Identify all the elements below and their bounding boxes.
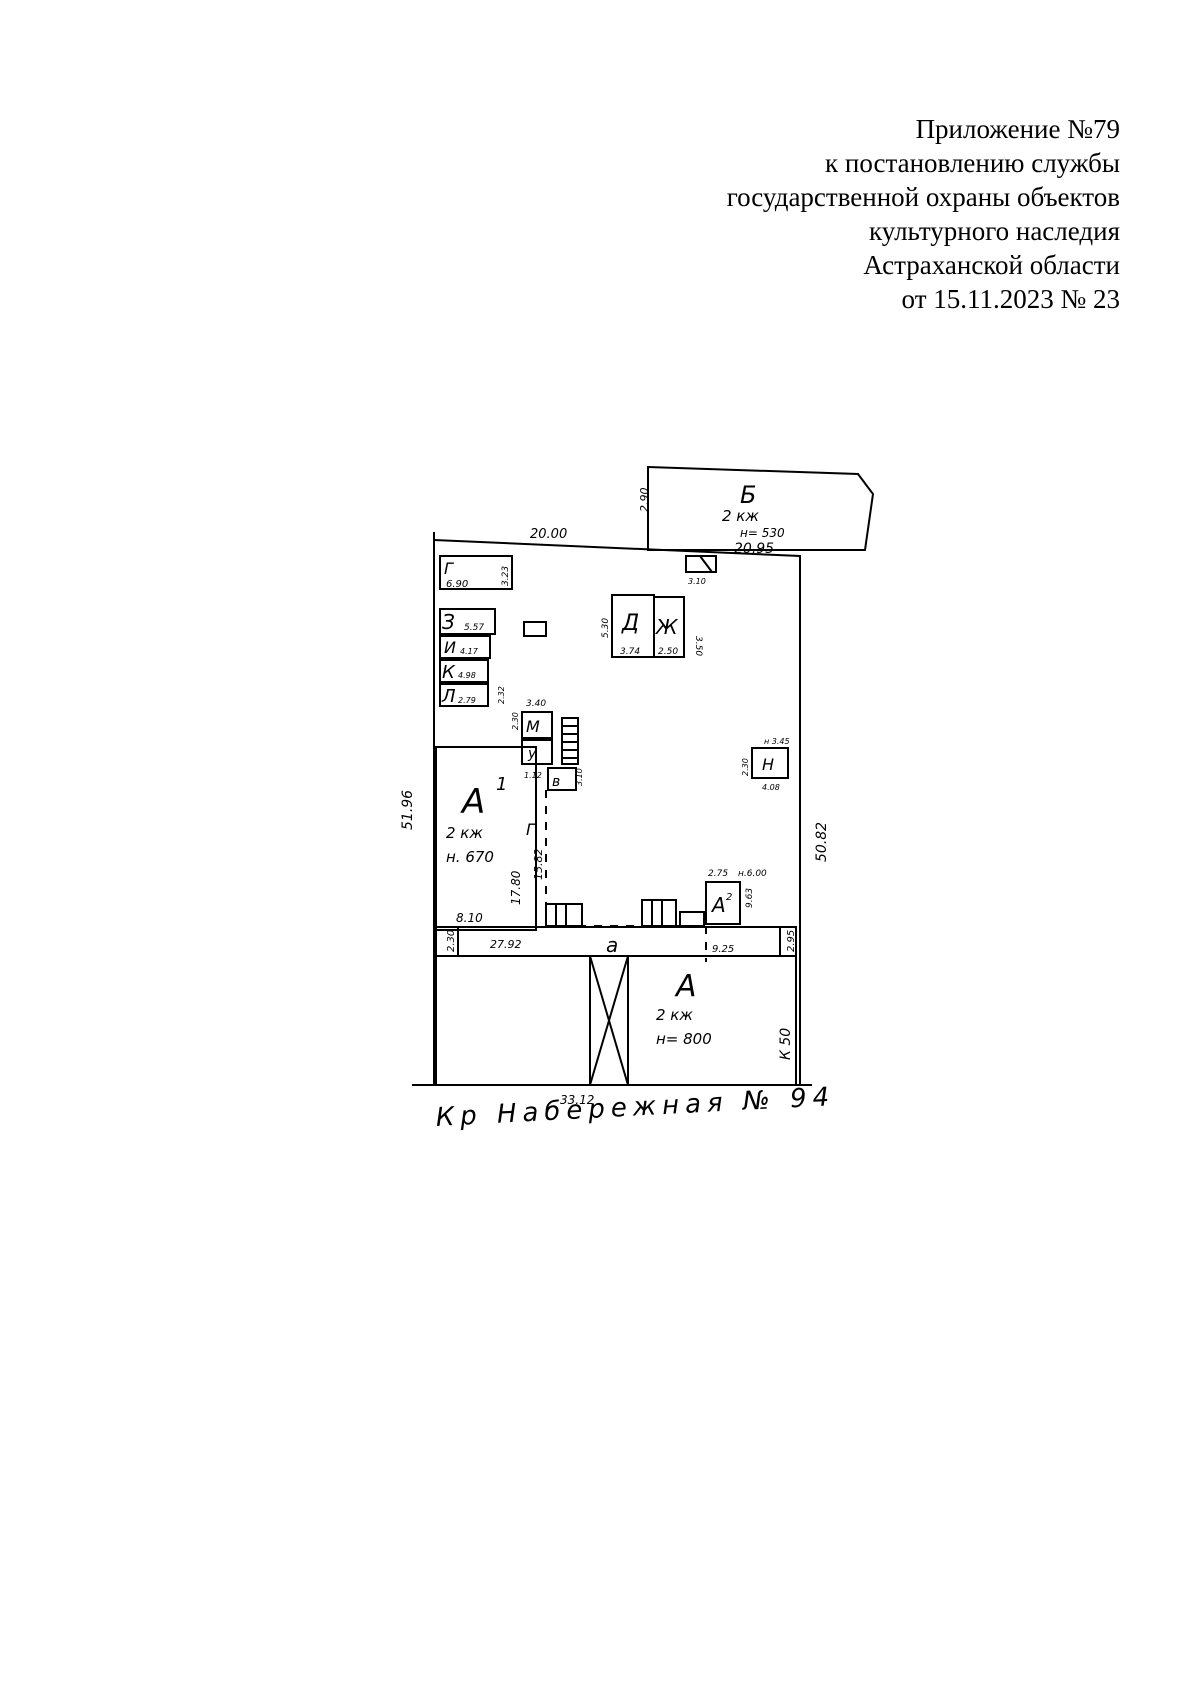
dim-u-w: 1.12 bbox=[524, 771, 542, 780]
lot-outline bbox=[433, 539, 801, 1085]
building-l-outline bbox=[439, 683, 489, 707]
dim-zh-h: 3.50 bbox=[693, 636, 703, 656]
dim-right-side: 50.82 bbox=[814, 822, 830, 862]
dim-g-w: 6.90 bbox=[446, 579, 468, 590]
dim-i-w: 4.17 bbox=[460, 647, 479, 656]
building-n-letter: Н bbox=[762, 755, 774, 774]
dim-zh-w: 2.50 bbox=[658, 647, 678, 657]
dim-n-w: 4.08 bbox=[762, 783, 780, 792]
passage-cross-2 bbox=[589, 955, 629, 1086]
dim-top-left: 20.00 bbox=[530, 527, 567, 542]
building-k-outline bbox=[439, 659, 489, 683]
building-a-letter: А bbox=[674, 969, 697, 1004]
dim-a2-w: 2.75 bbox=[708, 869, 728, 879]
building-a-height: н= 800 bbox=[656, 1030, 712, 1048]
dim-m-w: 3.40 bbox=[526, 699, 546, 709]
building-v-letter: в bbox=[552, 774, 560, 790]
header-line-appendix: Приложение №79 bbox=[915, 114, 1120, 144]
dim-d-w: 3.74 bbox=[620, 647, 640, 657]
dim-path: 15.82 bbox=[532, 849, 545, 881]
dim-v-w: 3.10 bbox=[575, 768, 584, 786]
building-b-height: н= 530 bbox=[740, 526, 785, 540]
building-g-letter: Г bbox=[444, 559, 454, 578]
yard-letter: а bbox=[606, 933, 618, 957]
dim-annex: 3.10 bbox=[688, 577, 706, 586]
building-a2-letter: А bbox=[710, 893, 726, 917]
building-u-outline bbox=[521, 739, 553, 765]
dim-a1-depth: 17.80 bbox=[509, 870, 523, 905]
building-a2-sup: 2 bbox=[726, 892, 732, 903]
building-a2-outline bbox=[705, 881, 741, 925]
building-n-outline bbox=[751, 747, 789, 779]
dim-k-w: 4.98 bbox=[458, 671, 476, 680]
building-i-outline bbox=[439, 635, 491, 659]
dim-d-h: 5.30 bbox=[601, 618, 611, 638]
dim-left-small: 2.30 bbox=[446, 930, 457, 952]
header-line-region: Астраханской области bbox=[863, 250, 1120, 280]
dim-b-side: 2.90 bbox=[638, 488, 651, 513]
dim-bottom: 33.12 bbox=[560, 1093, 594, 1107]
dim-right-small: 2.95 bbox=[786, 930, 797, 952]
dim-top-right: 20.95 bbox=[734, 541, 774, 557]
site-plan: Б 2 кж н= 530 А 1 2 кж н. 670 А 2 кж н= … bbox=[400, 465, 875, 1107]
building-zh-letter: Ж bbox=[654, 615, 679, 639]
building-zh-outline bbox=[653, 596, 685, 658]
building-m-outline bbox=[521, 711, 553, 739]
document-header: Приложение №79 к постановлению службы го… bbox=[520, 112, 1120, 316]
building-v-outline bbox=[547, 767, 577, 791]
porch-right-b bbox=[679, 911, 705, 927]
building-l-letter: Л bbox=[441, 686, 456, 707]
building-m-letter: М bbox=[526, 717, 540, 736]
dim-front-right: 9.25 bbox=[712, 944, 734, 955]
dim-l-s: 2.32 bbox=[497, 686, 506, 704]
dim-z-w: 5.57 bbox=[464, 623, 484, 633]
building-b-outline bbox=[647, 465, 875, 551]
dim-a1-width: 8.10 bbox=[456, 911, 483, 925]
dim-front-left: 27.92 bbox=[490, 938, 522, 951]
building-i-letter: И bbox=[444, 638, 456, 657]
header-line-date: от 15.11.2023 № 23 bbox=[901, 284, 1120, 314]
building-a1-sup: 1 bbox=[496, 774, 507, 795]
building-a1-height: н. 670 bbox=[446, 848, 494, 866]
building-b-letter: Б bbox=[740, 481, 756, 509]
dim-a2-h: н.6.00 bbox=[738, 869, 767, 879]
building-a1-floors: 2 кж bbox=[446, 824, 483, 842]
building-g2-letter: Г bbox=[526, 820, 536, 839]
dim-left-side: 51.96 bbox=[400, 790, 416, 830]
dim-a-side: К 50 bbox=[778, 1028, 794, 1060]
building-d-letter: Д bbox=[621, 611, 639, 636]
dim-n-top: н 3.45 bbox=[764, 737, 790, 746]
building-a1-letter: А bbox=[460, 782, 485, 822]
porch-left bbox=[545, 903, 583, 927]
porch-right bbox=[641, 899, 677, 927]
dim-l-w: 2.79 bbox=[458, 696, 476, 705]
building-k-letter: К bbox=[442, 662, 456, 683]
dim-g-h: 3.23 bbox=[501, 566, 511, 586]
header-line-heritage: культурного наследия bbox=[869, 216, 1120, 246]
dim-n-h: 2.30 bbox=[741, 758, 750, 776]
header-line-resolution: к постановлению службы bbox=[825, 148, 1120, 178]
header-line-service: государственной охраны объектов bbox=[726, 182, 1120, 212]
building-z-outline bbox=[439, 608, 496, 635]
dim-a2-s: 9.63 bbox=[745, 888, 755, 908]
building-small-a bbox=[523, 621, 547, 637]
annex-diagonal bbox=[699, 555, 713, 573]
building-a-floors: 2 кж bbox=[656, 1006, 693, 1024]
building-g-outline bbox=[439, 555, 513, 590]
dim-m-h: 2.30 bbox=[511, 712, 520, 730]
building-b-floors: 2 кж bbox=[722, 507, 759, 525]
building-u-letter: у bbox=[527, 746, 537, 762]
building-z-letter: З bbox=[442, 610, 455, 634]
